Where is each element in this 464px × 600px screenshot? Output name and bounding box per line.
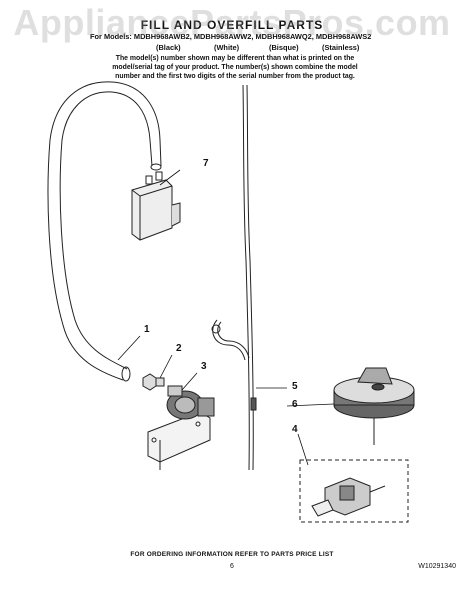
callout-2: 2 [176, 343, 182, 354]
models-line: For Models: MDBH968AWB2, MDBH968AWW2, MD… [90, 32, 372, 41]
callout-6: 6 [292, 399, 298, 410]
callout-4: 4 [292, 424, 298, 435]
callout-7: 7 [203, 158, 209, 169]
watermark-logo: AppliancePartsPros.com [13, 2, 451, 43]
part-5-tube [211, 84, 257, 471]
model-note: The model(s) number shown may be differe… [112, 55, 358, 80]
callout-1: 1 [144, 324, 150, 335]
color-bisque: (Bisque) [269, 43, 299, 52]
part-6-float [333, 367, 415, 445]
page-title: FILL AND OVERFILL PARTS [140, 18, 324, 32]
part-7-box [131, 171, 181, 241]
part-4-switch-box [299, 459, 409, 523]
callout-3: 3 [201, 361, 207, 372]
fill-hose [47, 81, 162, 382]
color-stainless: (Stainless) [322, 43, 360, 52]
document-number: W10291340 [418, 563, 456, 570]
part-3-valve [147, 385, 215, 470]
color-white: (White) [214, 43, 240, 52]
ordering-footer: FOR ORDERING INFORMATION REFER TO PARTS … [130, 551, 334, 558]
callout-5: 5 [292, 381, 298, 392]
color-black: (Black) [156, 43, 181, 52]
page-number: 6 [230, 563, 234, 570]
